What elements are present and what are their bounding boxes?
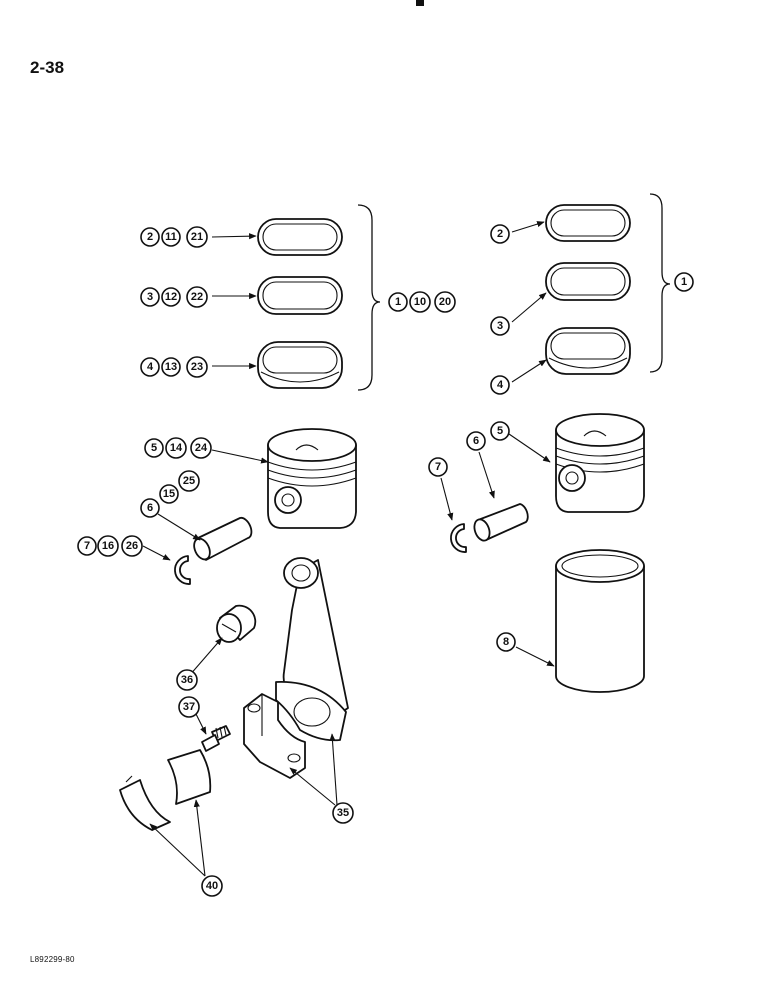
callout-second-ring-right: 3 (490, 316, 510, 336)
svg-text:1: 1 (395, 296, 401, 308)
callout-piston-left: 5 14 24 (144, 437, 212, 459)
piston-pin-left (193, 516, 253, 561)
oil-ring-right (545, 327, 631, 375)
svg-text:13: 13 (165, 361, 177, 373)
svg-text:4: 4 (497, 379, 504, 391)
piston-right (555, 413, 645, 513)
leader-lines (142, 221, 555, 877)
ring-set-brace-right (649, 193, 671, 373)
rod-bushing (216, 604, 257, 643)
svg-text:5: 5 (497, 425, 503, 437)
callout-oil-ring-left: 4 13 23 (140, 356, 208, 378)
callout-piston-right: 5 (490, 421, 510, 441)
svg-text:21: 21 (191, 231, 203, 243)
rod-bearing-upper (167, 749, 212, 805)
callout-second-ring-left: 3 12 22 (140, 286, 208, 308)
ring-set-brace-left (357, 204, 381, 391)
svg-text:6: 6 (473, 435, 479, 447)
svg-text:8: 8 (503, 636, 509, 648)
svg-text:15: 15 (163, 488, 175, 500)
callout-piston-pin-left: 6 15 25 (140, 470, 200, 518)
svg-text:35: 35 (337, 807, 349, 819)
svg-text:20: 20 (439, 296, 451, 308)
callout-snap-ring-right: 7 (428, 457, 448, 477)
svg-text:37: 37 (183, 701, 195, 713)
svg-text:24: 24 (195, 442, 208, 454)
callout-ring-kit-left: 1 10 20 (388, 291, 456, 313)
svg-text:16: 16 (102, 540, 114, 552)
callout-rod-assembly: 35 (332, 802, 354, 824)
svg-text:40: 40 (206, 880, 218, 892)
svg-text:7: 7 (84, 540, 90, 552)
svg-text:2: 2 (497, 228, 503, 240)
svg-text:3: 3 (497, 320, 503, 332)
piston-pin-right (473, 503, 529, 542)
svg-text:26: 26 (126, 540, 138, 552)
svg-text:7: 7 (435, 461, 441, 473)
rod-bearing-lower (119, 775, 171, 831)
callout-top-ring-left: 2 11 21 (140, 226, 208, 248)
callout-liner-right: 8 (496, 632, 516, 652)
svg-text:6: 6 (147, 502, 153, 514)
svg-text:1: 1 (681, 276, 687, 288)
connecting-rod (275, 557, 349, 742)
svg-text:10: 10 (414, 296, 426, 308)
svg-text:2: 2 (147, 231, 153, 243)
rod-cap (243, 693, 306, 779)
callout-rod-bushing: 36 (176, 669, 198, 691)
callout-oil-ring-right: 4 (490, 375, 510, 395)
callout-rod-bearing: 40 (201, 875, 223, 897)
top-ring-left (257, 218, 343, 256)
rod-bolt (201, 725, 231, 752)
svg-text:3: 3 (147, 291, 153, 303)
callout-snap-ring-left: 7 16 26 (77, 535, 143, 557)
callout-piston-pin-right: 6 (466, 431, 486, 451)
illustration-code: L892299-80 (30, 955, 75, 964)
piston-left (267, 428, 357, 529)
top-edge-mark (416, 0, 424, 6)
svg-text:23: 23 (191, 361, 203, 373)
svg-text:36: 36 (181, 674, 193, 686)
svg-text:14: 14 (170, 442, 183, 454)
oil-ring-left (257, 341, 343, 389)
svg-text:25: 25 (183, 475, 195, 487)
svg-text:4: 4 (147, 361, 154, 373)
callout-ring-kit-right: 1 (674, 272, 694, 292)
top-ring-right (545, 204, 631, 242)
cylinder-liner (555, 549, 645, 693)
second-ring-left (257, 276, 343, 315)
svg-text:22: 22 (191, 291, 203, 303)
svg-text:11: 11 (165, 231, 177, 243)
callout-rod-bolt: 37 (178, 696, 200, 718)
svg-text:12: 12 (165, 291, 177, 303)
svg-text:5: 5 (151, 442, 157, 454)
page-number: 2-38 (30, 58, 65, 77)
callout-top-ring-right: 2 (490, 224, 510, 244)
snap-ring-right (450, 523, 467, 553)
second-ring-right (545, 262, 631, 301)
snap-ring-left (174, 555, 191, 585)
